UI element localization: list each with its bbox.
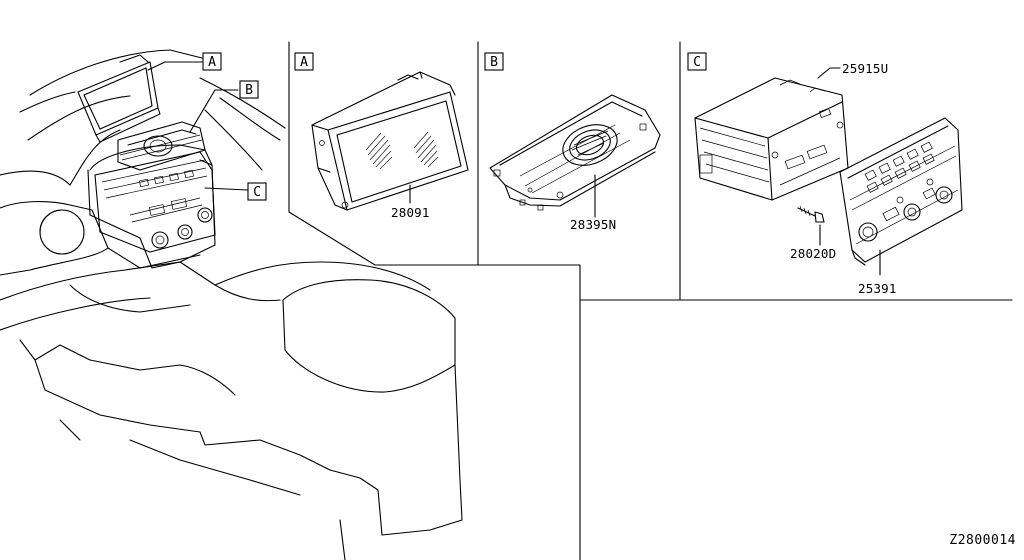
part-number-display: 28091 [391, 205, 430, 220]
part-number-audio-unit: 25915U [842, 61, 888, 76]
panel-a: A [294, 52, 469, 220]
screw-drawing [797, 205, 825, 223]
part-number-vent-finisher: 28395N [570, 217, 616, 232]
panel-b: B 28395N [484, 52, 661, 232]
vent-finisher-drawing [489, 94, 661, 211]
vehicle-interior-overview [0, 49, 463, 560]
callout-b-label: B [245, 83, 253, 98]
callout-a: A [202, 52, 222, 71]
audio-unit-drawing [694, 77, 849, 201]
callout-a-label: A [208, 55, 216, 70]
panel-b-label: B [490, 55, 498, 70]
overview-leaders [147, 61, 249, 191]
callout-c: C [247, 182, 267, 201]
callout-c-label: C [253, 185, 261, 200]
control-panel-drawing [839, 117, 963, 266]
part-number-screw: 28020D [790, 246, 836, 261]
panel-borders [288, 41, 1013, 560]
panel-a-label: A [300, 55, 308, 70]
diagram-reference-code: Z2800014 [949, 533, 1016, 548]
part-number-control-panel: 25391 [858, 281, 897, 296]
display-unit-drawing [311, 71, 469, 211]
panel-c: C 25915U 28020D [687, 52, 963, 296]
panel-c-label: C [693, 55, 701, 70]
callout-b: B [239, 80, 259, 99]
